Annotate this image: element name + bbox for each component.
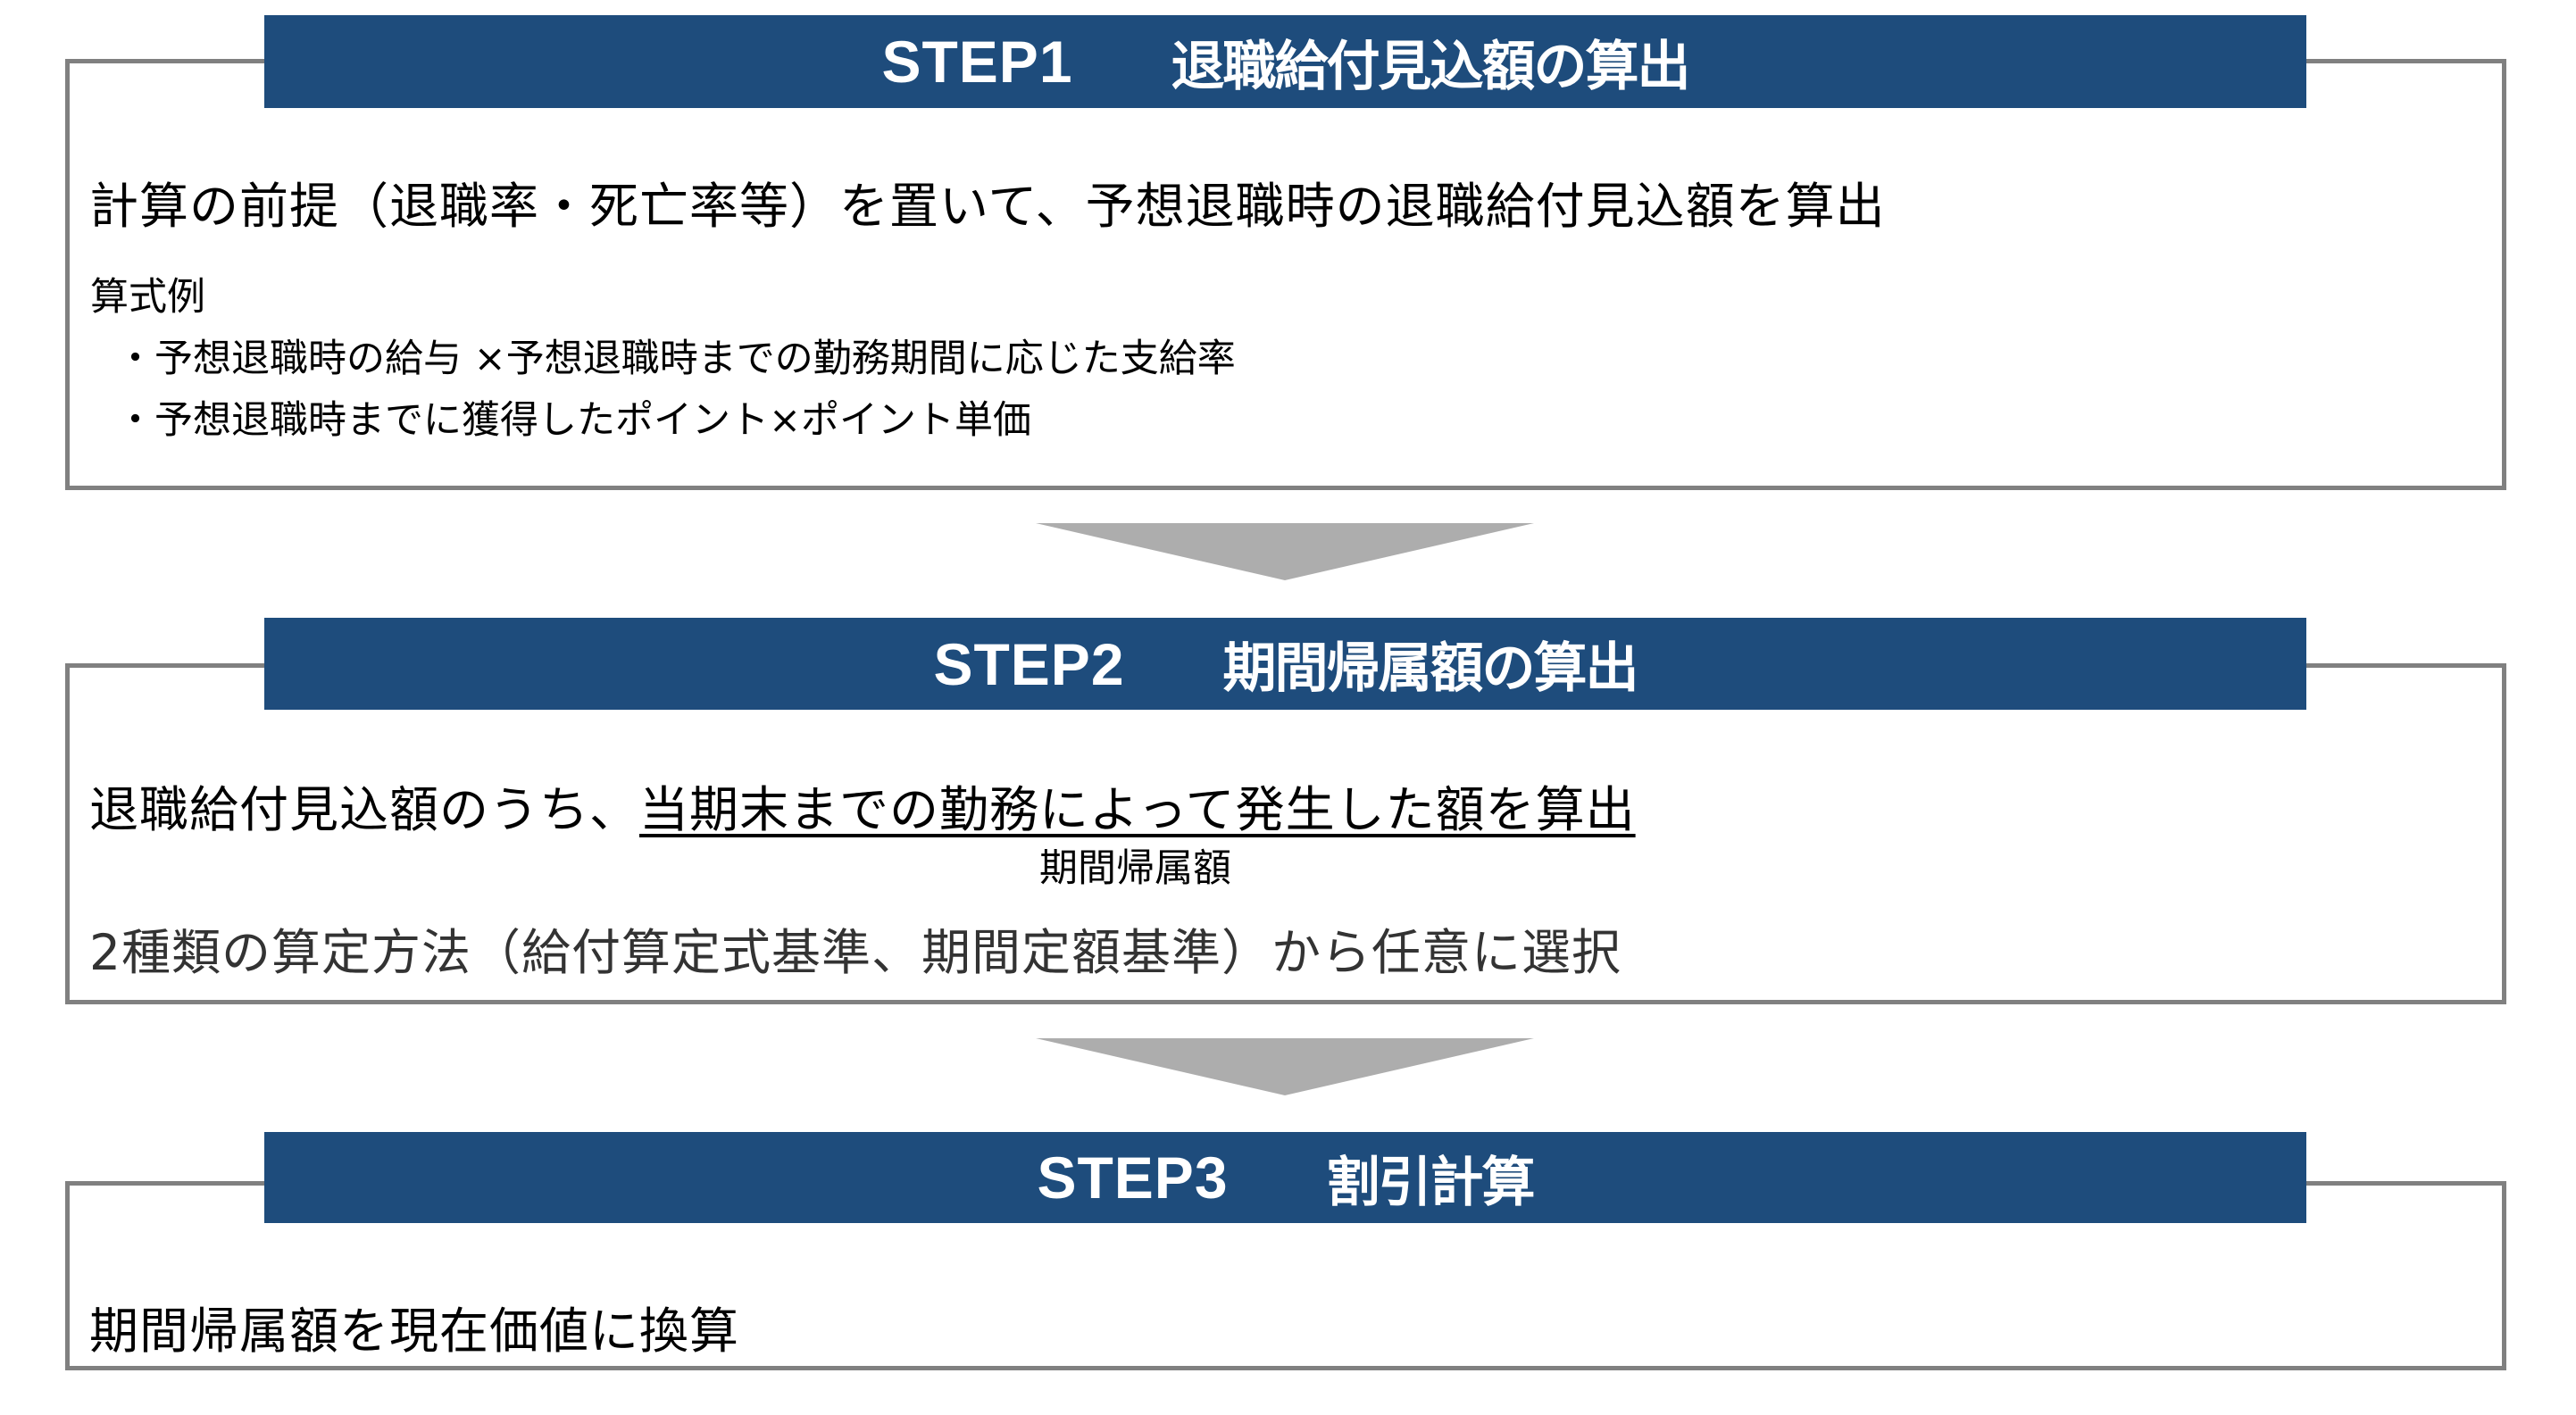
step1-formula-heading: 算式例	[90, 275, 205, 320]
step1-box	[65, 59, 2506, 490]
step2-box	[65, 663, 2506, 1004]
step3-description: 期間帰属額を現在価値に換算	[89, 1303, 740, 1360]
step2-description-underlined: 当期末までの勤務によって発生した額を算出	[639, 781, 1636, 838]
down-arrow-icon	[1036, 523, 1534, 580]
step1-description: 計算の前提（退職率・死亡率等）を置いて、予想退職時の退職給付見込額を算出	[89, 178, 1886, 235]
step1-formula-item-2: ・予想退職時までに獲得したポイント×ポイント単価	[116, 398, 1032, 443]
step3-label: STEP3	[1037, 1144, 1229, 1211]
step3-title: 割引計算	[1326, 1152, 1536, 1212]
step2-header: STEP2 期間帰属額の算出	[264, 618, 2306, 710]
step2-method-note: 2種類の算定方法（給付算定式基準、期間定額基準）から任意に選択	[89, 924, 1621, 981]
step2-title: 期間帰属額の算出	[1222, 638, 1639, 698]
step1-label: STEP1	[881, 29, 1073, 95]
step3-header: STEP3 割引計算	[264, 1132, 2306, 1223]
step1-title: 退職給付見込額の算出	[1171, 36, 1691, 96]
step1-header: STEP1 退職給付見込額の算出	[264, 15, 2306, 108]
down-arrow-icon	[1036, 1038, 1534, 1095]
step2-description: 退職給付見込額のうち、当期末までの勤務によって発生した額を算出	[89, 770, 1636, 841]
step2-description-prefix: 退職給付見込額のうち、	[89, 781, 640, 838]
step1-formula-item-1: ・予想退職時の給与 ×予想退職時までの勤務期間に応じた支給率	[116, 337, 1236, 381]
step2-underline-annotation: 期間帰属額	[1039, 846, 1231, 891]
step2-label: STEP2	[933, 630, 1125, 697]
